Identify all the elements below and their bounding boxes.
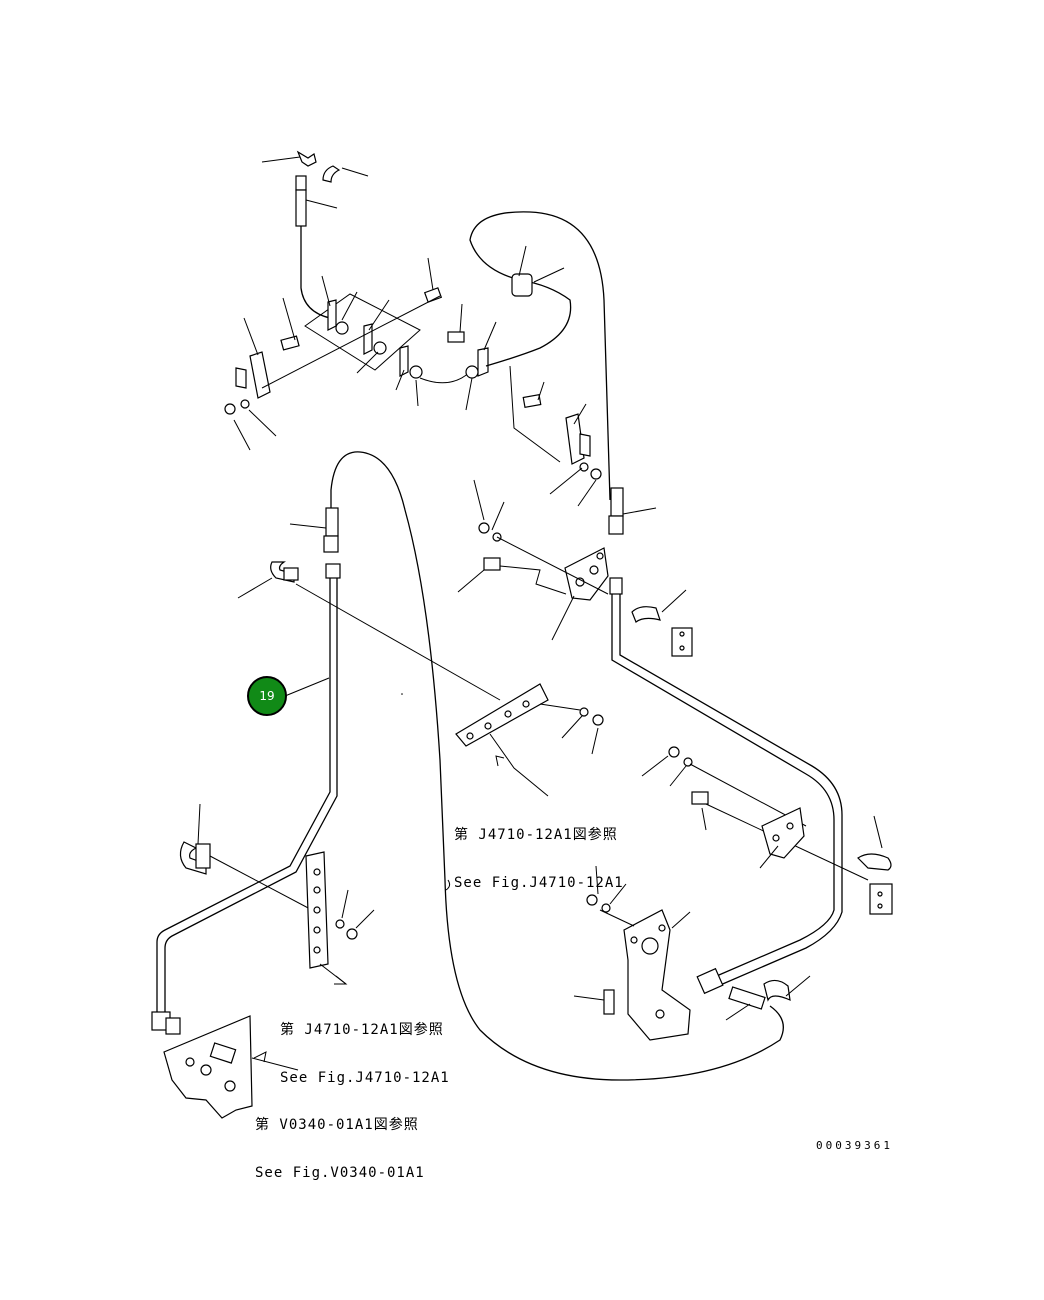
top-fitting-group — [261, 150, 369, 227]
reference-note-en: See Fig.J4710-12A1 — [454, 875, 624, 891]
left-middle-bracket — [237, 561, 604, 797]
part-callout-label: 19 — [259, 689, 275, 703]
right-fitting — [608, 487, 657, 595]
drawing-number: 00039361 — [816, 1139, 893, 1152]
reference-note-en: See Fig.V0340-01A1 — [255, 1165, 425, 1181]
bottom-left-plate — [151, 1011, 299, 1119]
reference-note-jp: 第 J4710-12A1図参照 — [454, 827, 618, 843]
right-clamp-bracket — [509, 365, 602, 507]
reference-note-2: 第 J4710-12A1図参照 See Fig.J4710-12A1 — [280, 990, 450, 1102]
right-lower-bracket — [641, 746, 893, 915]
reference-note-jp: 第 J4710-12A1図参照 — [280, 1022, 444, 1038]
middle-hose-fittings — [289, 507, 341, 579]
hose-clamp-top-right — [511, 245, 565, 297]
reference-note-1: 第 J4710-12A1図参照 See Fig.J4710-12A1 — [454, 795, 624, 907]
reference-note-en: See Fig.J4710-12A1 — [280, 1070, 450, 1086]
upper-clamp-assembly — [224, 257, 497, 451]
left-lower-bracket — [179, 803, 375, 985]
part-callout-19[interactable]: 19 — [247, 676, 287, 716]
right-middle-bracket — [457, 479, 693, 657]
reference-note-3: 第 V0340-01A1図参照 See Fig.V0340-01A1 — [255, 1085, 425, 1197]
reference-note-jp: 第 V0340-01A1図参照 — [255, 1117, 419, 1133]
lower-right-mount — [573, 865, 811, 1041]
